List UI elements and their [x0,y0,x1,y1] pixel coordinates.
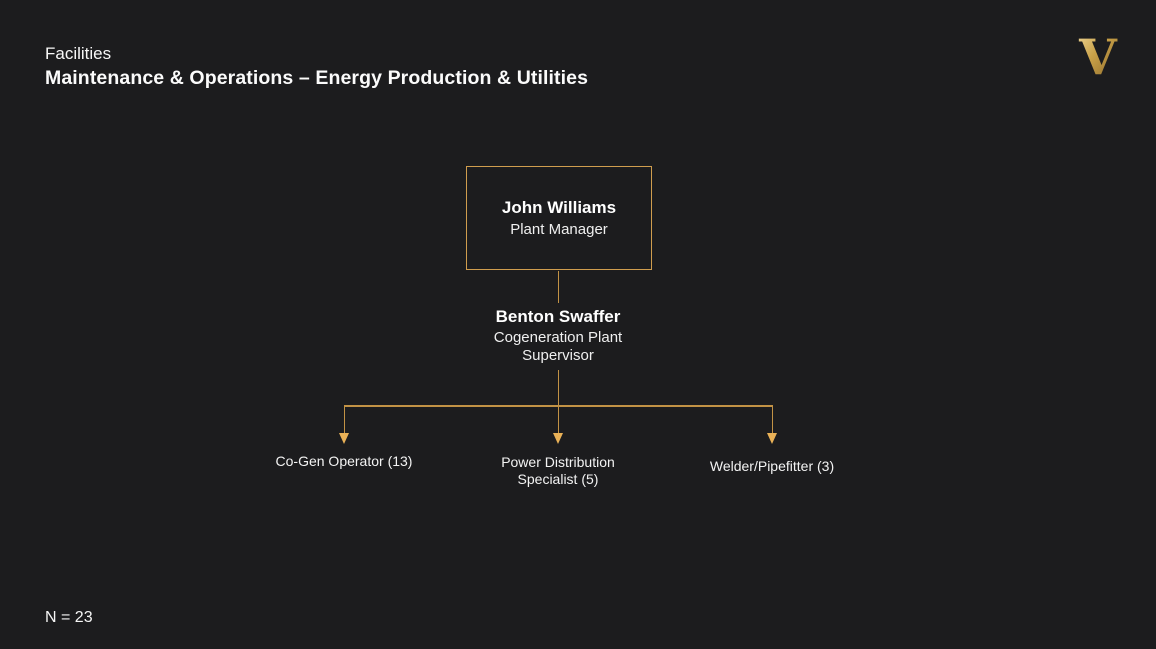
arrow-down-icon [553,433,563,444]
vanderbilt-logo-icon: V [1072,28,1124,86]
arrow-down-icon [767,433,777,444]
org-leaf-welder-pipefitter: Welder/Pipefitter (3) [709,458,835,474]
page-title: Maintenance & Operations – Energy Produc… [45,67,589,89]
manager-title: Plant Manager [510,221,608,238]
connector-drop-left [343,405,345,433]
connector-drop-middle [557,405,559,433]
headcount-note: N = 23 [45,609,93,626]
connector-stem-bottom [557,370,559,405]
org-node-plant-manager: John Williams Plant Manager [466,166,652,270]
connector-stem-top [557,271,559,303]
org-leaf-cogen-operator: Co-Gen Operator (13) [275,453,413,469]
org-node-supervisor: Benton Swaffer Cogeneration Plant Superv… [478,306,638,364]
supervisor-title: Cogeneration Plant Supervisor [493,329,623,364]
logo-letter: V [1078,29,1118,82]
connector-drop-right [771,405,773,433]
org-leaf-power-distribution-specialist: Power Distribution Specialist (5) [501,454,615,487]
arrow-down-icon [339,433,349,444]
supervisor-name: Benton Swaffer [495,307,621,326]
slide-header: Facilities Maintenance & Operations – En… [45,44,588,90]
manager-name: John Williams [501,198,617,217]
department-label: Facilities [45,44,112,63]
